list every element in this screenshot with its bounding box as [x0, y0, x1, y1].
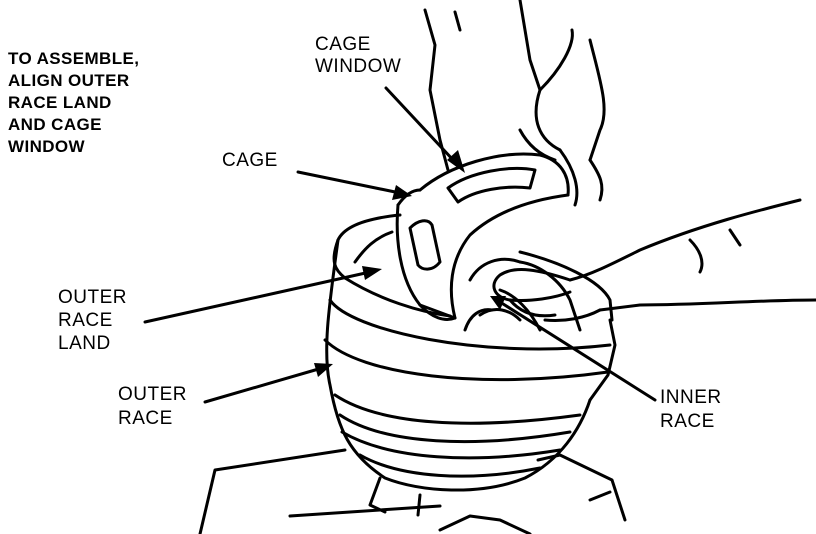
instruction-line-1: TO ASSEMBLE,	[8, 49, 140, 68]
label-cage-window-line-2: WINDOW	[315, 56, 402, 77]
leader-outer-race-land	[143, 270, 372, 324]
label-inner-race-line-1: INNER	[660, 387, 722, 408]
instruction-line-5: WINDOW	[8, 137, 85, 156]
leader-outer-race	[203, 366, 324, 404]
label-outer-race-land: OUTER RACE LAND	[58, 286, 127, 355]
label-cage-window-line-1: CAGE	[315, 34, 371, 55]
outer-race-rim	[332, 213, 614, 322]
upper-hand	[423, 0, 606, 207]
label-outer-race: OUTER RACE	[118, 383, 187, 431]
label-outer-race-land-line-2: RACE	[58, 310, 113, 331]
instruction-line-4: AND CAGE	[8, 115, 102, 134]
instruction-line-3: RACE LAND	[8, 93, 112, 112]
cage-window-shape	[446, 166, 537, 204]
leader-cage	[296, 170, 402, 195]
label-outer-race-line-2: RACE	[118, 408, 173, 429]
label-cage-text: CAGE	[222, 150, 278, 171]
lower-hand	[492, 198, 816, 322]
label-outer-race-land-line-1: OUTER	[58, 287, 127, 308]
label-outer-race-land-line-3: LAND	[58, 333, 111, 354]
leader-cage-window	[384, 86, 457, 164]
label-inner-race-line-2: RACE	[660, 411, 715, 432]
leader-inner-race	[498, 300, 657, 402]
label-inner-race: INNER RACE	[660, 386, 722, 434]
arrow-heads	[314, 150, 506, 377]
label-outer-race-line-1: OUTER	[118, 384, 187, 405]
label-cage-window: CAGE WINDOW	[315, 34, 401, 78]
outer-race-housing	[323, 238, 617, 517]
assembly-instruction: TO ASSEMBLE, ALIGN OUTER RACE LAND AND C…	[8, 48, 139, 158]
cage-ring	[395, 152, 570, 321]
leader-lines	[143, 86, 657, 404]
label-cage: CAGE	[222, 150, 278, 172]
base-fixture	[198, 448, 627, 534]
instruction-line-2: ALIGN OUTER	[8, 71, 130, 90]
